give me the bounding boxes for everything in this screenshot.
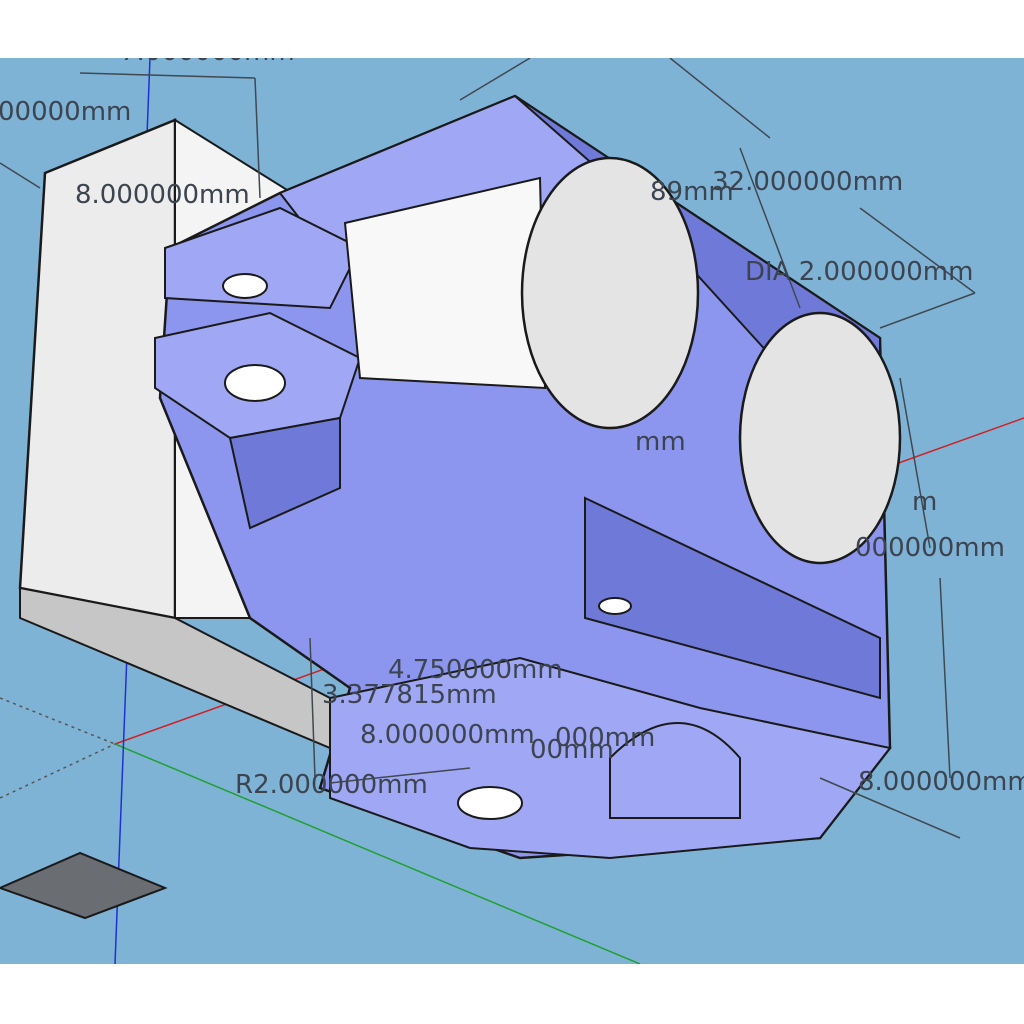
dim-label-top-left: 00000mm (0, 97, 131, 127)
dim-line-32-a (669, 58, 771, 139)
dim-line-top (79, 72, 256, 79)
y-axis-line (114, 743, 641, 964)
dim-line-dia-b (879, 292, 976, 329)
dim-line-r2 (329, 767, 471, 784)
dim-label-right-m: m (912, 487, 937, 517)
dim-line-dia (859, 207, 976, 294)
dim-label-89: 89mm (650, 177, 734, 207)
screw-hole-upper-icon (222, 273, 268, 299)
disc-right-icon (738, 311, 902, 565)
dim-label-8-mid: 8.000000mm (360, 720, 535, 750)
dimension-labels: 7.000000mm 00000mm 8.000000mm 89mm 32.00… (0, 58, 1024, 800)
ground-plane-icon (0, 851, 168, 920)
half-cylinder-boss (609, 722, 741, 819)
dim-line-right-a (899, 377, 931, 549)
screw-hole-small-icon (598, 597, 632, 615)
dim-label-00mm: 00mm (530, 735, 614, 765)
dim-label-32: 32.000000mm (712, 167, 903, 197)
dim-line-3377 (309, 637, 316, 779)
3d-viewport[interactable]: 7.000000mm 00000mm 8.000000mm 89mm 32.00… (0, 58, 1024, 964)
screw-hole-bottom-icon (457, 786, 523, 820)
dim-line-32-b (739, 147, 801, 309)
part-inner-step (584, 496, 881, 700)
dim-line-top-center (459, 58, 531, 101)
dim-line-left (0, 162, 41, 189)
dim-label-4750: 4.750000mm (388, 655, 563, 685)
dim-label-right-000: 000000mm (855, 533, 1005, 563)
dim-label-left-8: 8.000000mm (75, 180, 250, 210)
dim-line-top-right (254, 77, 261, 199)
disc-large-icon (520, 156, 700, 430)
dim-label-bottom-right-8: 8.000000mm (858, 767, 1024, 797)
dim-line-right-c (819, 777, 961, 839)
bore-cylinder (343, 176, 547, 390)
blue-part[interactable] (154, 94, 902, 860)
cad-scene[interactable]: 7.000000mm 00000mm 8.000000mm 89mm 32.00… (0, 58, 1024, 964)
dimension-lines (0, 58, 976, 839)
clamp-tab-side (228, 416, 341, 530)
dim-line-right-b (939, 577, 951, 779)
screw-hole-lower-icon (224, 364, 286, 402)
dim-label-mid-mm: mm (635, 427, 686, 457)
x-axis-negative-line (0, 743, 116, 799)
dim-label-dia2: DIA 2.000000mm (745, 257, 973, 287)
dim-label-3377: 3.377815mm (322, 680, 497, 710)
dim-label-000mm: 000mm (555, 723, 655, 753)
dim-label-top-partial: 7.000000mm (120, 58, 295, 67)
clamp-tab-upper (164, 206, 362, 310)
dim-label-r2: R2.000000mm (235, 770, 428, 800)
